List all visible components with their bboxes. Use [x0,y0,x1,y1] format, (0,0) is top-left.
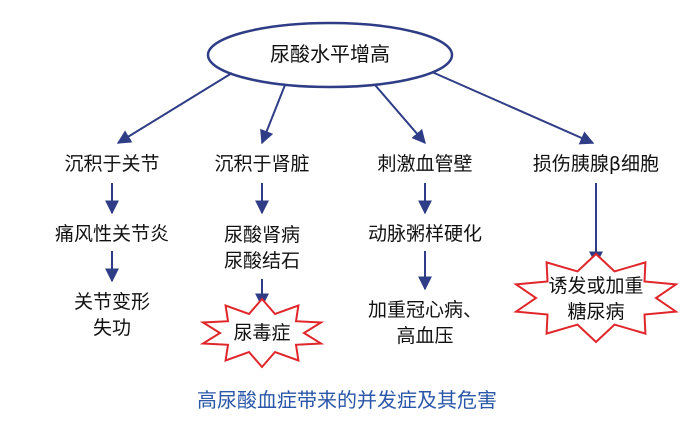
uremia-star-burst [199,297,325,369]
branch-joint-label: 沉积于关节 [64,153,160,175]
diabetes-line-1: 诱发或加重 [548,275,644,297]
arrow-root-to-pancreas [431,71,595,145]
hypertension-line: 高血压 [396,325,454,347]
uremia-label: 尿毒症 [233,322,291,344]
root-ellipse [206,21,454,89]
diabetes-label: 诱发或加重 糖尿病 [548,273,643,325]
atherosclerosis-label: 动脉粥样硬化 [367,223,483,245]
heart-hypertension-label: 加重冠心病、 高血压 [368,297,482,349]
branch-pancreas-label: 损伤胰腺β细胞 [532,153,660,175]
arrow-root-to-joint [116,72,233,144]
uric-nephropathy-line: 尿酸肾病 [223,224,301,246]
root-label: 尿酸水平增高 [270,42,390,66]
diabetes-star-burst [513,252,679,344]
joint-deformity-line-1: 关节变形 [73,291,151,313]
gouty-arthritis-label: 痛风性关节炎 [54,223,170,245]
heart-disease-line: 加重冠心病、 [367,299,483,321]
joint-deformity-line-2: 失功 [92,317,132,339]
uric-nephropathy-label: 尿酸肾病 尿酸结石 [224,222,300,274]
arrow-root-to-kidney [260,84,286,145]
uric-stone-line: 尿酸结石 [223,250,301,272]
joint-deformity-label: 关节变形 失功 [74,289,150,341]
arrow-root-to-vessel [374,84,426,145]
diagram-caption: 高尿酸血症带来的并发症及其危害 [197,388,497,412]
diabetes-line-2: 糖尿病 [567,301,625,323]
branch-kidney-label: 沉积于肾脏 [214,153,310,175]
branch-vessel-label: 刺激血管壁 [377,153,473,175]
